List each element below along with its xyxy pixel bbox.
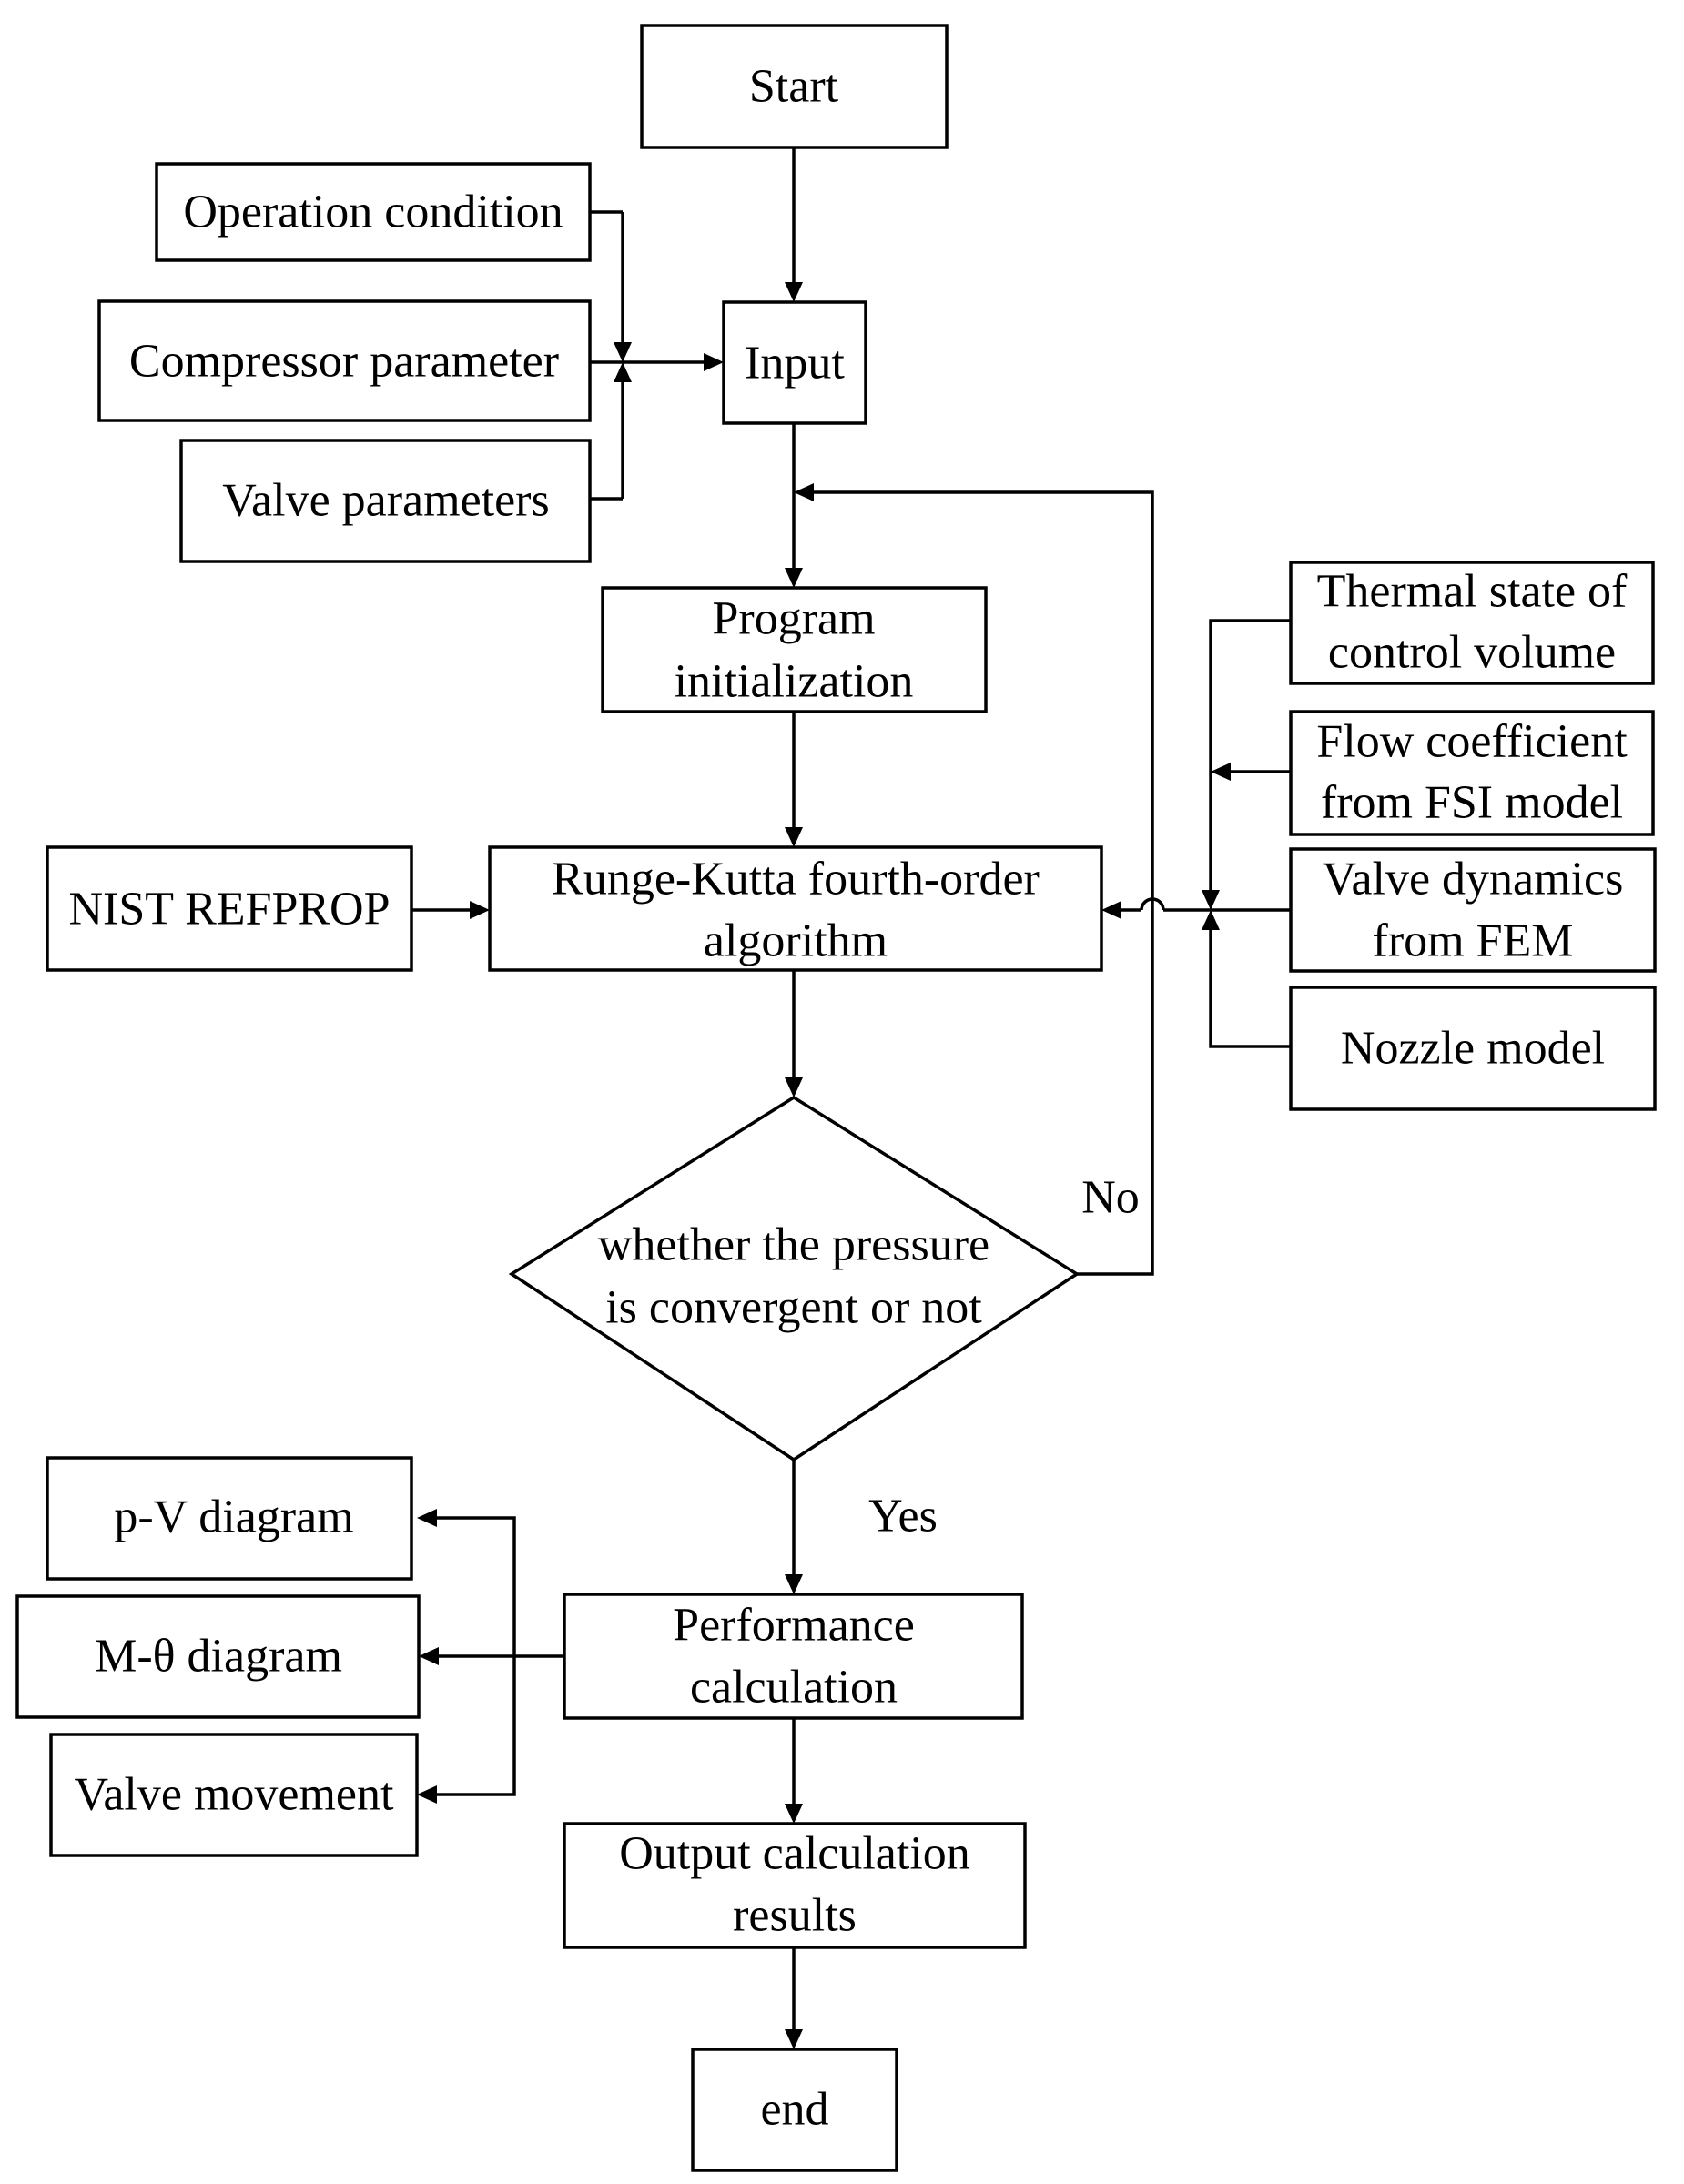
arrowhead (470, 901, 490, 919)
node-nozzle-model-label: Nozzle model (1341, 1023, 1605, 1075)
node-valve-parameters: Valve parameters (179, 439, 592, 563)
arrowhead (1211, 763, 1231, 781)
node-performance-calculation-line2: calculation (690, 1662, 898, 1714)
node-m-theta-diagram-label: M-θ diagram (95, 1631, 342, 1683)
node-flow-coefficient-line1: Flow coefficient (1316, 716, 1628, 768)
node-performance-calculation-line1: Performance (673, 1600, 915, 1652)
arrowhead (785, 1804, 803, 1824)
node-input: Input (722, 300, 867, 425)
arrowhead (1101, 901, 1121, 919)
node-output-results-line2: results (733, 1890, 857, 1942)
arrowhead (417, 1509, 437, 1527)
node-nist-refprop: NIST REFPROP (46, 845, 413, 972)
node-valve-parameters-label: Valve parameters (222, 475, 549, 527)
arrowhead (417, 1785, 437, 1804)
node-valve-dynamics: Valve dynamics from FEM (1289, 847, 1657, 973)
node-flow-coefficient: Flow coefficient from FSI model (1289, 710, 1655, 836)
node-valve-movement-label: Valve movement (75, 1769, 394, 1821)
node-program-initialization: Program initialization (601, 586, 988, 713)
node-thermal-state-line1: Thermal state of (1317, 566, 1628, 618)
node-valve-movement: Valve movement (49, 1733, 419, 1857)
node-m-theta-diagram: M-θ diagram (15, 1594, 421, 1719)
node-decision: whether the pressure is convergent or no… (508, 1095, 1080, 1462)
node-valve-dynamics-line1: Valve dynamics (1323, 854, 1624, 905)
edge-nozzle-model (1209, 930, 1291, 1048)
node-valve-dynamics-line2: from FEM (1373, 915, 1574, 967)
node-start: Start (640, 24, 949, 149)
node-decision-line2: is convergent or not (605, 1282, 982, 1334)
node-end-label: end (760, 2084, 828, 2136)
arrowhead (785, 2029, 803, 2049)
node-start-label: Start (749, 61, 839, 113)
arrowhead (1202, 890, 1220, 910)
edge-no-loop (812, 490, 1154, 1276)
arrowhead (785, 568, 803, 588)
node-pv-diagram-label: p-V diagram (114, 1491, 353, 1543)
node-runge-kutta-line1: Runge-Kutta fourth-order (552, 854, 1040, 905)
node-program-initialization-line2: initialization (675, 656, 914, 708)
arrowhead (614, 342, 632, 362)
label-yes: Yes (868, 1491, 938, 1542)
node-runge-kutta-line2: algorithm (704, 915, 888, 967)
node-decision-line1: whether the pressure (598, 1219, 989, 1271)
node-nist-refprop-label: NIST REFPROP (68, 884, 390, 935)
node-runge-kutta: Runge-Kutta fourth-order algorithm (488, 845, 1103, 972)
arrowhead (614, 362, 632, 382)
crossover-hop (1140, 897, 1165, 911)
edge-perf-pv (435, 1516, 516, 1656)
node-pv-diagram: p-V diagram (46, 1456, 413, 1581)
node-performance-calculation: Performance calculation (563, 1592, 1024, 1720)
arrowhead (785, 827, 803, 847)
connectors (411, 147, 1291, 2031)
node-thermal-state-line2: control volume (1328, 627, 1616, 679)
node-operation-condition-label: Operation condition (183, 187, 563, 238)
arrowhead (794, 483, 814, 501)
node-output-results: Output calculation results (563, 1822, 1027, 1949)
node-input-label: Input (745, 338, 845, 389)
edge-perf-valve-movement (435, 1656, 516, 1796)
arrowhead (785, 282, 803, 302)
arrowhead (704, 353, 724, 371)
node-end: end (691, 2048, 898, 2172)
arrowhead (419, 1647, 439, 1665)
node-compressor-parameter-label: Compressor parameter (129, 336, 559, 388)
node-thermal-state: Thermal state of control volume (1289, 561, 1655, 685)
arrowhead (1202, 910, 1220, 930)
arrowhead (785, 1077, 803, 1097)
node-output-results-line1: Output calculation (619, 1828, 970, 1880)
node-compressor-parameter: Compressor parameter (97, 299, 592, 422)
arrowhead (785, 1574, 803, 1594)
node-flow-coefficient-line2: from FSI model (1321, 777, 1623, 829)
node-operation-condition: Operation condition (155, 162, 592, 262)
edge-thermal-state (1209, 619, 1291, 890)
node-nozzle-model: Nozzle model (1289, 986, 1657, 1111)
label-no: No (1081, 1172, 1140, 1224)
arrowheads (417, 282, 1231, 2049)
node-program-initialization-line1: Program (712, 593, 875, 645)
